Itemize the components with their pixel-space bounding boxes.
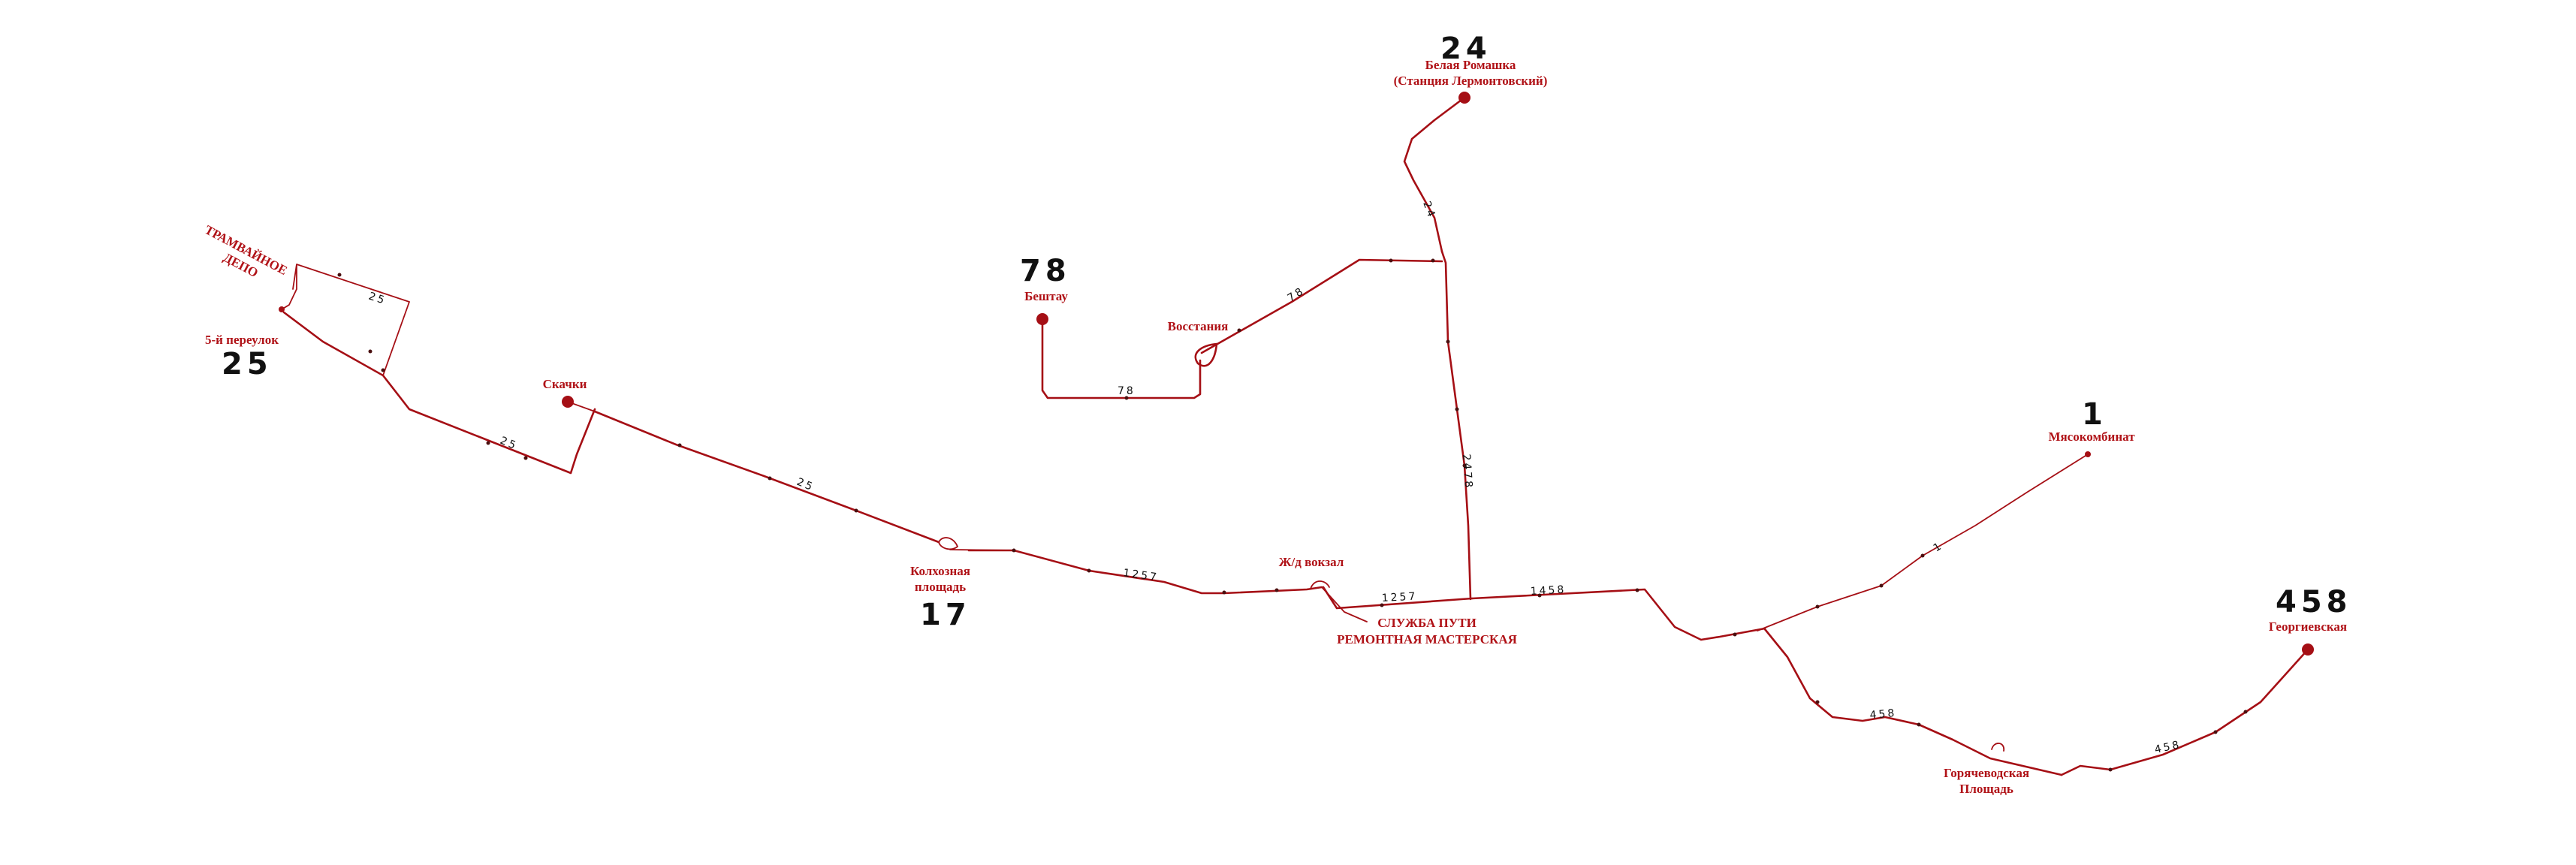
segment-label-myaso-1: 1 [1932, 540, 1946, 555]
track-tick [1237, 328, 1241, 333]
label-goryachevodskaya-sub: Площадь [1959, 782, 2013, 796]
segment-label-georg-458: 458 [2154, 739, 2182, 756]
label-vokzal: Ж/д вокзал [1279, 555, 1344, 569]
label-5-pereulok: 5-й переулок [205, 333, 279, 347]
segment-label-vokzal-1257: 1257 [1381, 591, 1417, 604]
track-myaso-1 [1757, 454, 2089, 631]
track-tick [1920, 553, 1925, 558]
stop-skachki [562, 396, 574, 408]
track-tick [1431, 258, 1435, 263]
stop-georgievskaya [2302, 643, 2314, 656]
track-east-1458 [1470, 588, 1766, 641]
track-vosstaniya-loop [1194, 342, 1218, 367]
track-tick [1380, 603, 1384, 607]
label-kolkhoznaya: Колхозная [910, 564, 970, 578]
track-west-25 [282, 311, 596, 475]
track-goryach-458 [1763, 628, 2063, 776]
track-tick [1537, 593, 1542, 598]
segment-label-branch-78: 78 [1286, 285, 1308, 304]
segment-label-beshtau-78: 78 [1118, 385, 1136, 397]
label-belaya-romashka-sub: (Станция Лермонтовский) [1394, 74, 1548, 88]
label-myasokombinat: Мясокомбинат [2048, 429, 2135, 444]
track-network [281, 96, 2309, 776]
track-goryach-loop [1991, 743, 2004, 752]
track-trunk-2478 [1440, 250, 1472, 601]
track-tick [1274, 588, 1279, 592]
route-number-beshtau: 78 [1020, 254, 1071, 288]
track-tick [854, 508, 858, 513]
label-goryachevodskaya: Горячеводская [1944, 766, 2029, 780]
segment-label-north-24: 24 [1420, 200, 1437, 221]
label-track-service: СЛУЖБА ПУТИ [1377, 616, 1477, 630]
stop-myasokombinat [2085, 451, 2091, 457]
label-vosstaniya: Восстания [1168, 319, 1229, 333]
track-tick [381, 368, 385, 372]
route-number-5-pereulok: 25 [222, 347, 273, 381]
track-tick [2213, 730, 2218, 734]
track-tick [1815, 700, 1820, 704]
track-tick [2243, 710, 2248, 714]
track-tick [1124, 396, 1129, 400]
track-center-1257 [967, 549, 1323, 595]
track-tick [1917, 722, 1921, 727]
stop-belaya-romashka [1458, 92, 1470, 104]
track-vokzal-junction [1322, 586, 1474, 610]
track-branch-78 [1200, 258, 1443, 354]
track-tick [768, 476, 772, 481]
track-tick [1446, 339, 1450, 344]
track-tick [1222, 590, 1226, 595]
track-tick [1389, 258, 1393, 263]
track-tick [1879, 583, 1884, 588]
track-beshtau-78 [1041, 318, 1202, 399]
label-beshtau: Бештау [1024, 289, 1068, 303]
track-tick [1012, 548, 1016, 553]
label-kolkhoznaya-sub: площадь [915, 580, 966, 594]
track-tick [1462, 463, 1467, 468]
stop-5-pereulok [279, 306, 285, 312]
track-tick [1815, 604, 1820, 609]
route-number-belaya-romashka: 24 [1440, 32, 1492, 66]
segment-label-trunk-2478: 2478 [1460, 454, 1474, 490]
track-north-24 [1403, 96, 1466, 253]
segment-label-center-1257: 1257 [1122, 567, 1159, 583]
track-tick [486, 441, 490, 445]
track-skachki-kolkhoznaya [593, 410, 940, 544]
label-georgievskaya: Георгиевская [2269, 619, 2347, 634]
track-kolkhoznaya-loop [938, 537, 1015, 551]
segment-label-east-1458: 1458 [1530, 584, 1566, 598]
label-belaya-romashka: Белая Ромашка [1425, 58, 1516, 72]
track-tick [1635, 588, 1639, 592]
route-number-georgievskaya: 458 [2276, 585, 2352, 619]
stop-markers [279, 92, 2314, 656]
track-ticks [337, 258, 2248, 772]
route-number-kolkhoznaya: 17 [920, 598, 971, 632]
track-tick [523, 456, 528, 460]
segment-label-west-25: 25 [499, 435, 520, 453]
label-skachki: Скачки [543, 377, 587, 391]
track-tick [2108, 767, 2113, 772]
track-tick [1733, 632, 1737, 637]
segment-label-depot-loop: 25 [367, 291, 388, 308]
track-tick [337, 273, 342, 277]
stop-beshtau [1036, 313, 1048, 325]
track-georg-458 [2060, 648, 2309, 776]
segment-label-skachki-25: 25 [795, 476, 816, 494]
route-number-myasokombinat: 1 [2082, 397, 2107, 432]
segment-label-goryach-458: 458 [1869, 707, 1897, 722]
track-tick [1087, 568, 1091, 573]
track-tick [368, 349, 373, 354]
track-tick [677, 443, 682, 448]
track-depot-loop [281, 264, 410, 376]
label-repair-workshop: РЕМОНТНАЯ МАСТЕРСКАЯ [1337, 632, 1517, 646]
track-tick [1455, 407, 1459, 411]
